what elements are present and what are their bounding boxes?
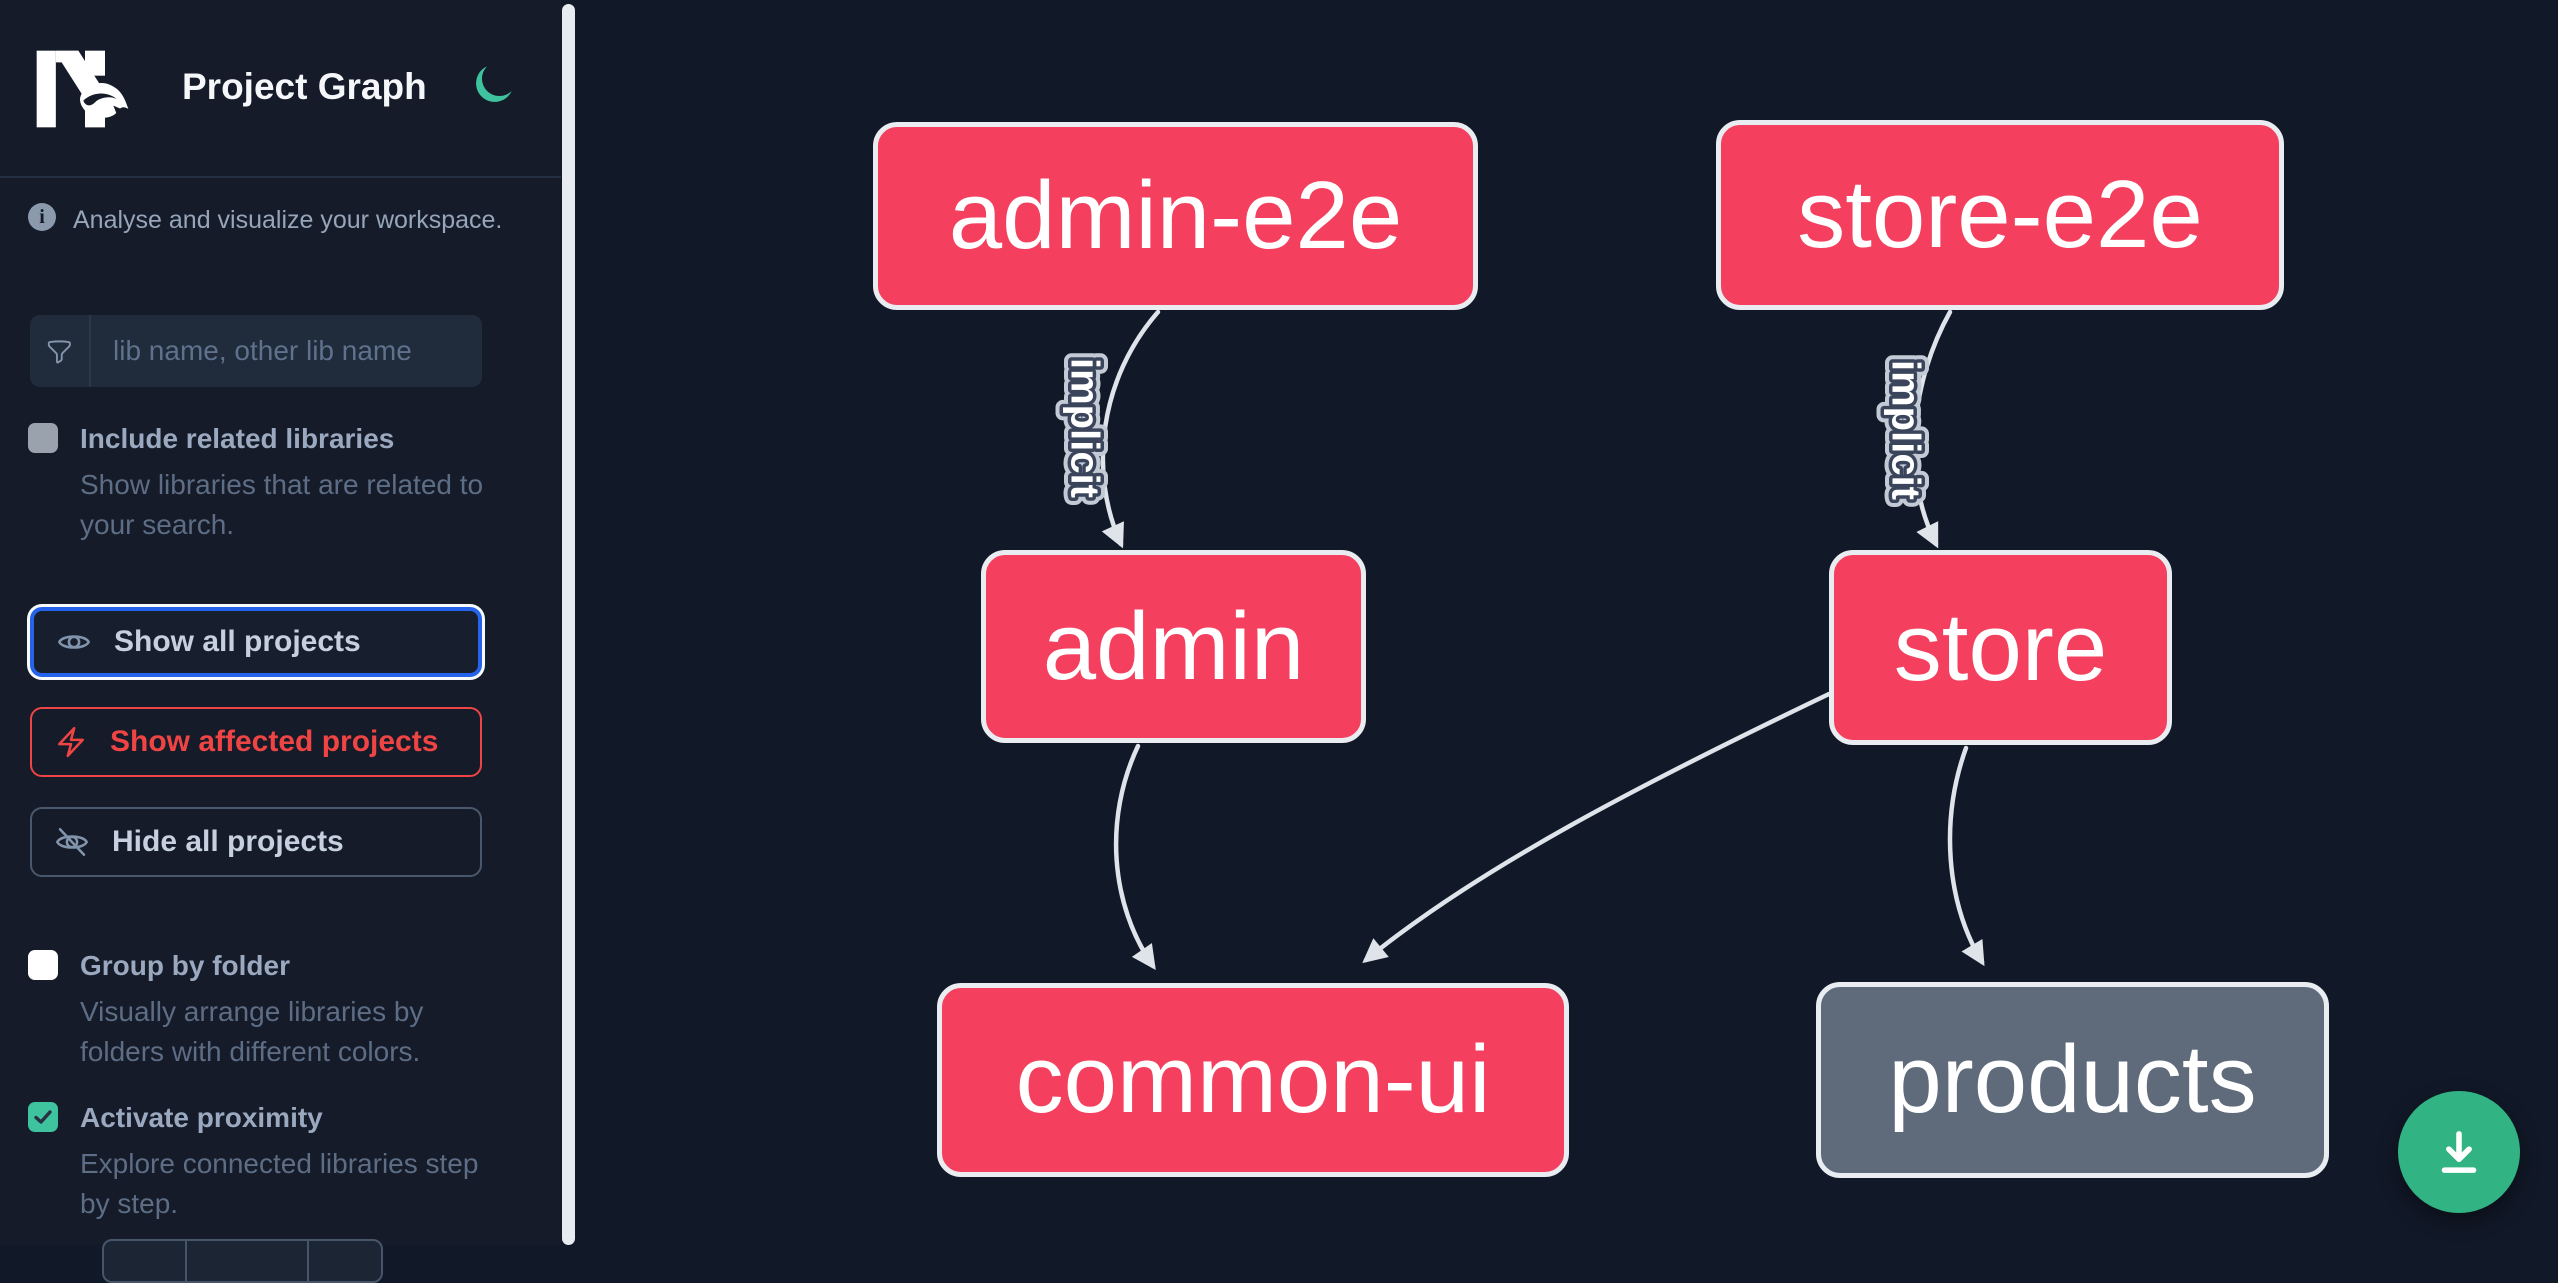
moon-icon — [476, 66, 512, 102]
button-label: Hide all projects — [112, 825, 344, 858]
toggle-label[interactable]: Activate proximity — [80, 1102, 323, 1133]
edge-admin-e2e-to-admin — [1100, 309, 1161, 549]
checkbox-activate-proximity[interactable] — [28, 1102, 58, 1132]
toggle-description: Visually arrange libraries by folders wi… — [80, 996, 424, 1067]
eye-icon — [57, 635, 91, 649]
edge-store-to-common-ui — [1362, 691, 1832, 964]
graph-node-admin-e2e[interactable]: admin-e2e — [873, 122, 1478, 310]
info-icon: i — [28, 203, 56, 231]
edge-label-store-e2e-to-store: implicit — [1883, 360, 1927, 500]
toggle-description: Show libraries that are related to your … — [80, 469, 484, 540]
show-affected-projects-button[interactable]: Show affected projects — [30, 707, 482, 777]
graph-node-store-e2e[interactable]: store-e2e — [1716, 120, 2284, 310]
bolt-icon — [58, 726, 84, 758]
graph-node-admin[interactable]: admin — [981, 550, 1366, 743]
show-all-projects-button[interactable]: Show all projects — [30, 607, 482, 677]
edge-store-to-products — [1947, 745, 1985, 967]
button-label: Show all projects — [114, 625, 361, 658]
segment-divider — [307, 1241, 309, 1281]
nx-logo — [36, 50, 129, 128]
toggle-label[interactable]: Group by folder — [80, 950, 290, 981]
segment-divider — [185, 1241, 187, 1281]
sidebar: Project Graph i Analyse and visualize yo… — [0, 0, 561, 1283]
graph-node-products[interactable]: products — [1816, 982, 2329, 1178]
search-box — [30, 315, 482, 387]
graph-node-common-ui[interactable]: common-ui — [937, 983, 1569, 1177]
download-icon — [2441, 1131, 2477, 1173]
checkbox-include-related[interactable] — [28, 423, 58, 453]
edge-label-admin-e2e-to-admin: implicit — [1062, 358, 1106, 498]
search-input[interactable] — [91, 315, 482, 387]
button-label: Show affected projects — [110, 725, 439, 758]
download-graph-button[interactable] — [2398, 1091, 2520, 1213]
theme-toggle-button[interactable] — [470, 62, 516, 108]
edge-label-store-e2e-to-store: implicit — [1883, 360, 1927, 500]
proximity-depth-control-partial[interactable] — [102, 1239, 383, 1283]
checkbox-group-by-folder[interactable] — [28, 950, 58, 980]
page-title: Project Graph — [182, 66, 427, 107]
hide-all-projects-button[interactable]: Hide all projects — [30, 807, 482, 877]
edge-label-admin-e2e-to-admin: implicit — [1062, 358, 1106, 498]
graph-node-store[interactable]: store — [1829, 550, 2172, 745]
toggle-label[interactable]: Include related libraries — [80, 423, 395, 454]
edge-store-e2e-to-store — [1912, 309, 1953, 549]
sidebar-scrollbar[interactable] — [562, 4, 575, 1245]
filter-icon — [30, 315, 91, 387]
tagline: Analyse and visualize your workspace. — [73, 206, 503, 234]
sidebar-header: Project Graph — [0, 0, 561, 178]
edge-admin-to-common-ui — [1113, 743, 1156, 971]
toggle-description: Explore connected libraries step by step… — [80, 1148, 479, 1219]
eye-off-icon — [55, 827, 89, 857]
